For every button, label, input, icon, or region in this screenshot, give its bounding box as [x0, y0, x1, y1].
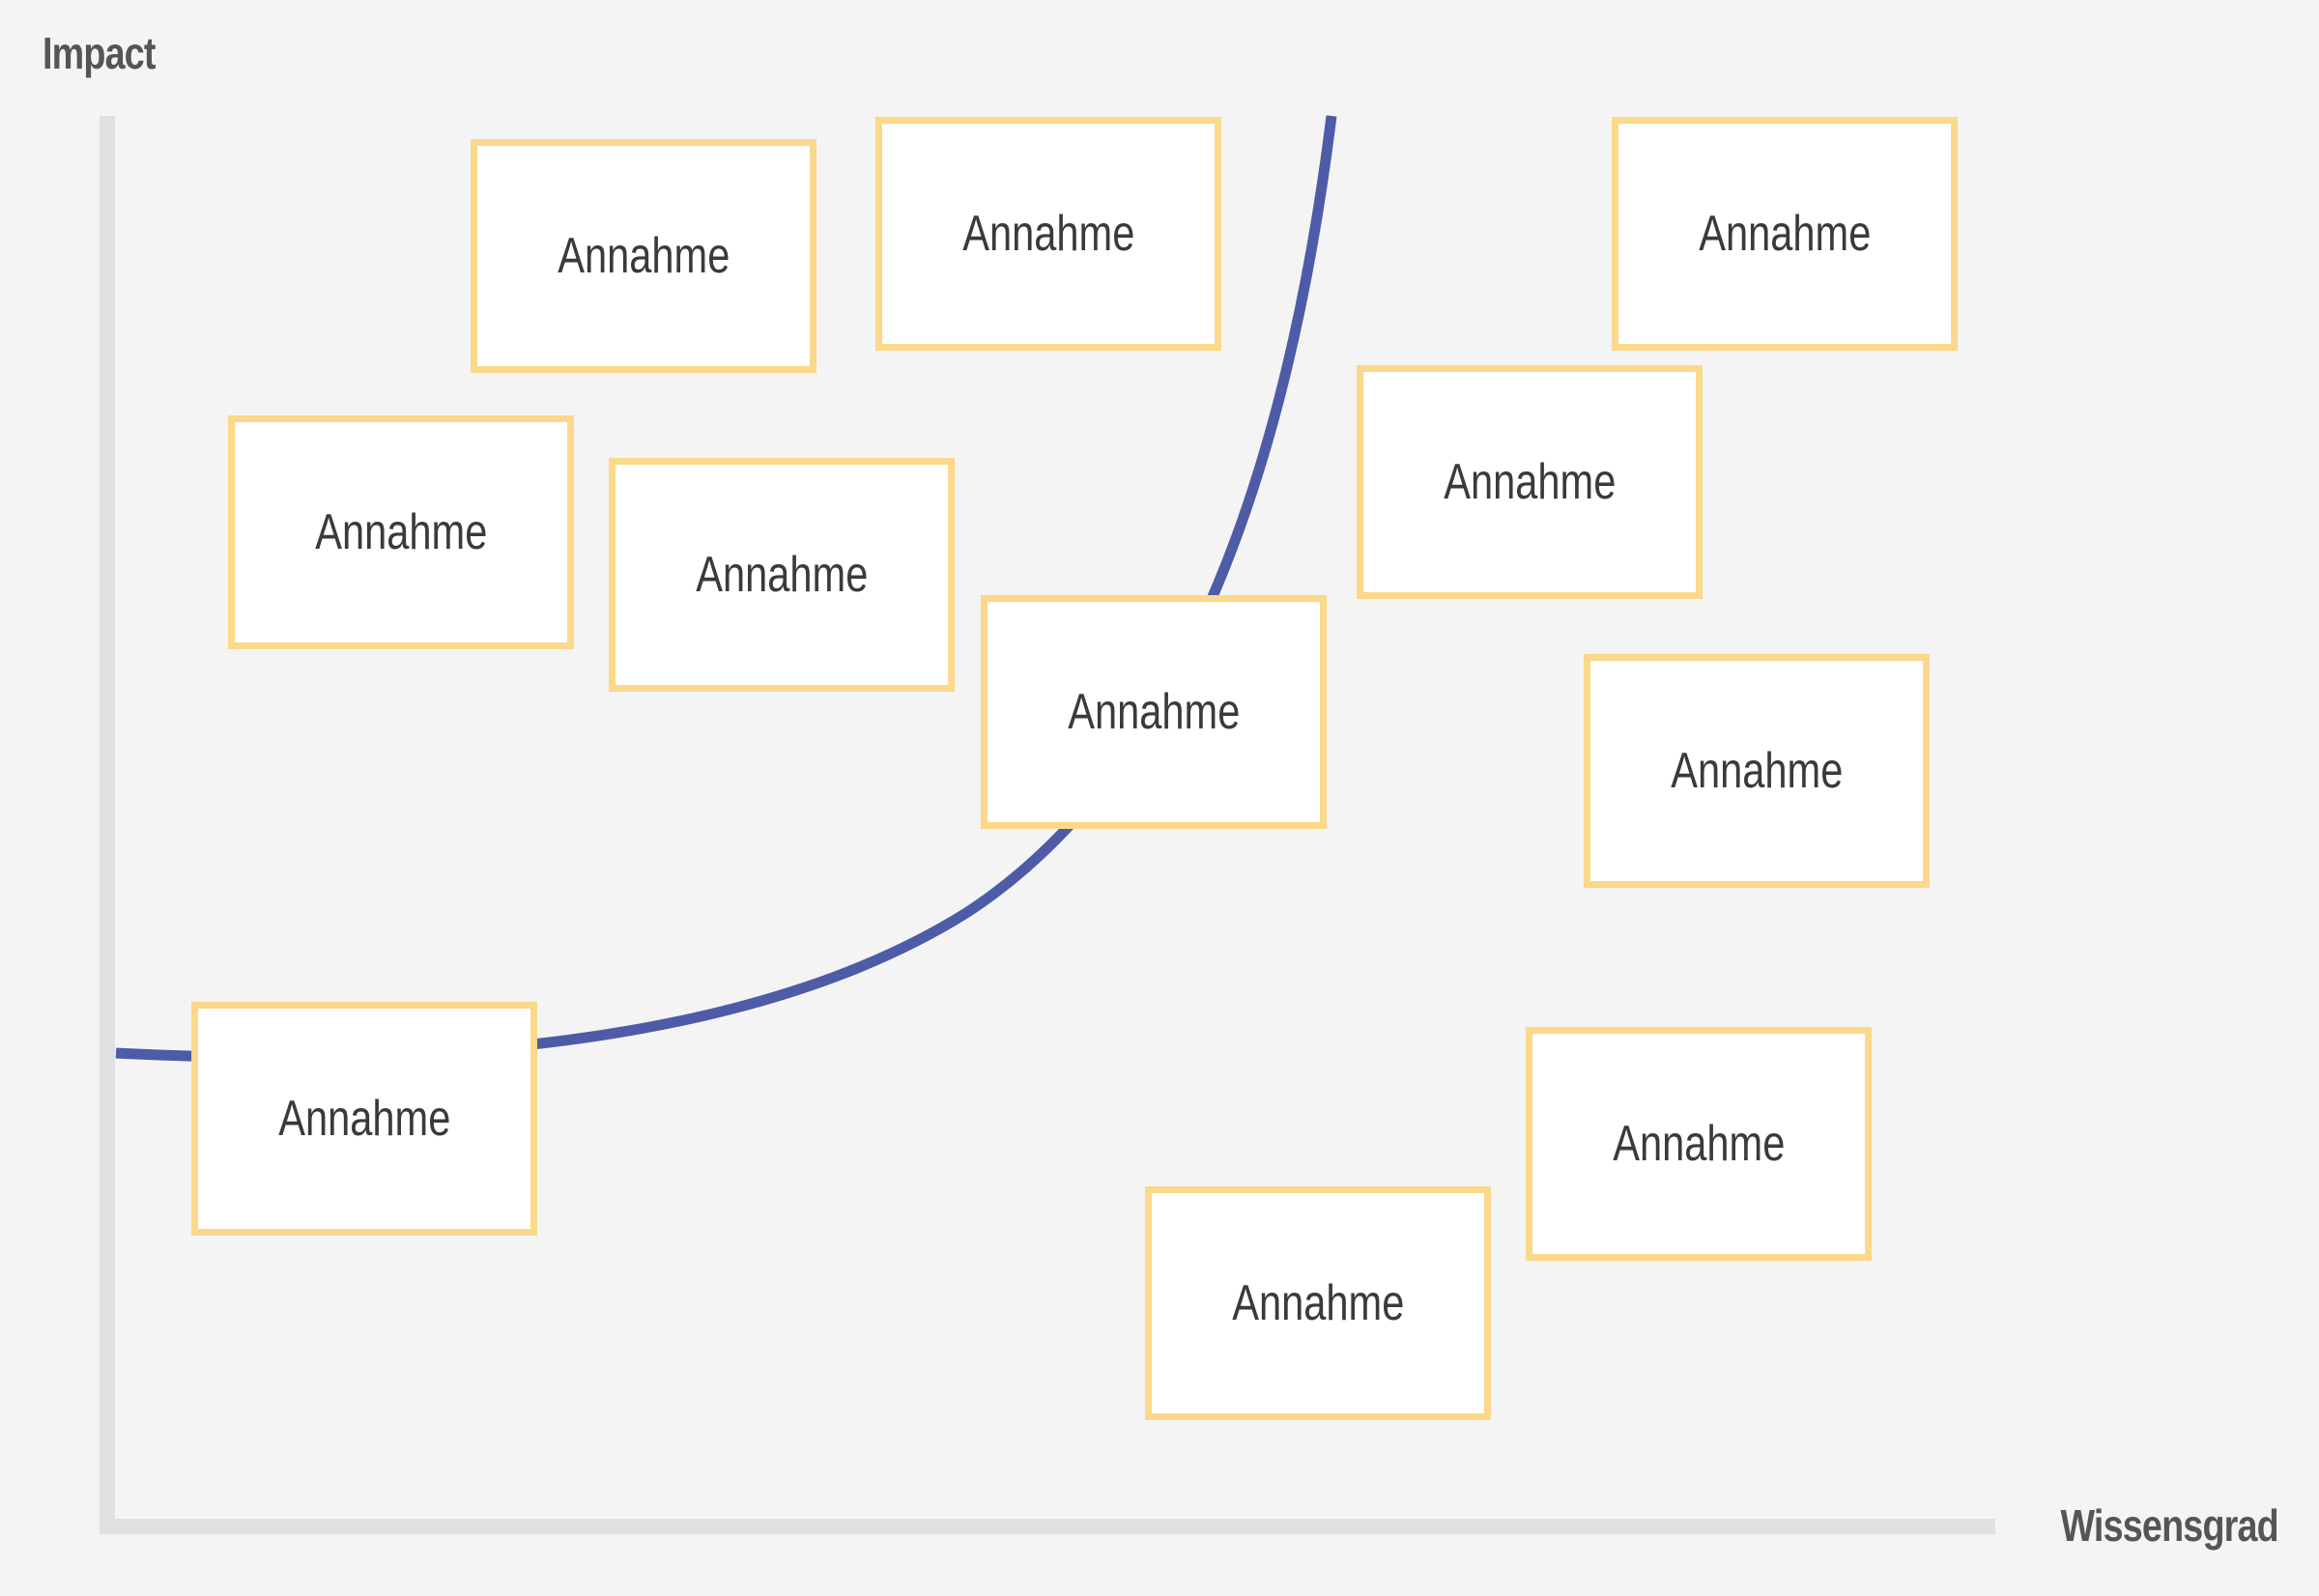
- assumption-note-label: Annahme: [314, 504, 488, 560]
- assumption-note[interactable]: Annahme: [1584, 654, 1930, 888]
- assumption-note[interactable]: Annahme: [609, 458, 955, 692]
- assumption-note-label: Annahme: [557, 228, 730, 284]
- assumption-note-label: Annahme: [1698, 206, 1872, 262]
- assumption-note[interactable]: Annahme: [191, 1002, 537, 1236]
- assumption-note[interactable]: Annahme: [471, 139, 816, 373]
- assumption-note[interactable]: Annahme: [981, 595, 1327, 829]
- assumption-note-label: Annahme: [961, 206, 1135, 262]
- assumption-note-label: Annahme: [1443, 454, 1617, 510]
- assumption-note[interactable]: Annahme: [875, 117, 1221, 351]
- assumption-note[interactable]: Annahme: [1145, 1186, 1491, 1420]
- assumption-note-label: Annahme: [1612, 1116, 1786, 1172]
- assumption-note-label: Annahme: [1067, 684, 1241, 740]
- assumption-note-label: Annahme: [695, 547, 869, 603]
- assumption-note[interactable]: Annahme: [228, 415, 574, 649]
- x-axis-label: Wissensgrad: [2060, 1500, 2279, 1551]
- y-axis-label: Impact: [43, 28, 156, 78]
- assumption-note-label: Annahme: [1231, 1275, 1405, 1331]
- assumption-note-label: Annahme: [1670, 743, 1844, 799]
- assumption-note[interactable]: Annahme: [1526, 1027, 1872, 1261]
- assumption-note-label: Annahme: [277, 1091, 451, 1147]
- assumption-note[interactable]: Annahme: [1357, 365, 1703, 599]
- assumption-note[interactable]: Annahme: [1612, 117, 1958, 351]
